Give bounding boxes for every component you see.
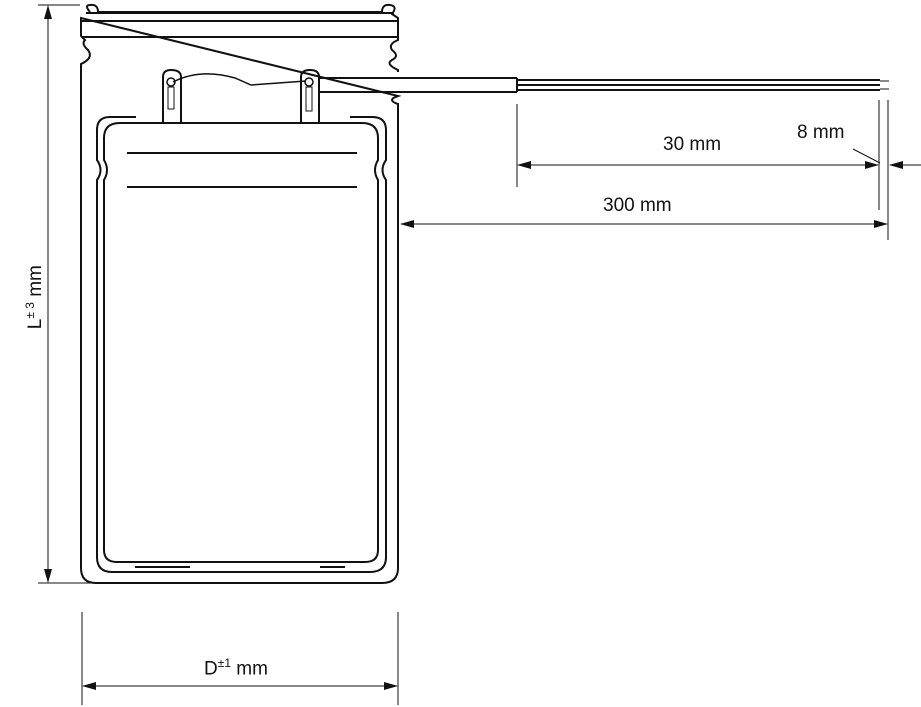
wire-leads <box>517 79 889 91</box>
capacitor-body <box>80 3 518 584</box>
cable-length-dimension-label: 300 mm <box>603 195 672 216</box>
length-dimension-label: L± 3 mm <box>23 242 47 352</box>
diameter-symbol: D <box>204 658 218 680</box>
diameter-dimension-label: D±1 mm <box>204 656 268 680</box>
length-symbol: L <box>25 318 47 330</box>
length-unit: mm <box>25 265 47 303</box>
wire-tip-dimension-label: 8 mm <box>797 122 845 143</box>
diameter-unit: mm <box>231 658 268 680</box>
diameter-tolerance: ±1 <box>217 656 231 670</box>
length-tolerance: ± 3 <box>22 302 37 319</box>
dimension-lines <box>38 4 921 705</box>
wire-strip-dimension-label: 30 mm <box>663 134 722 155</box>
